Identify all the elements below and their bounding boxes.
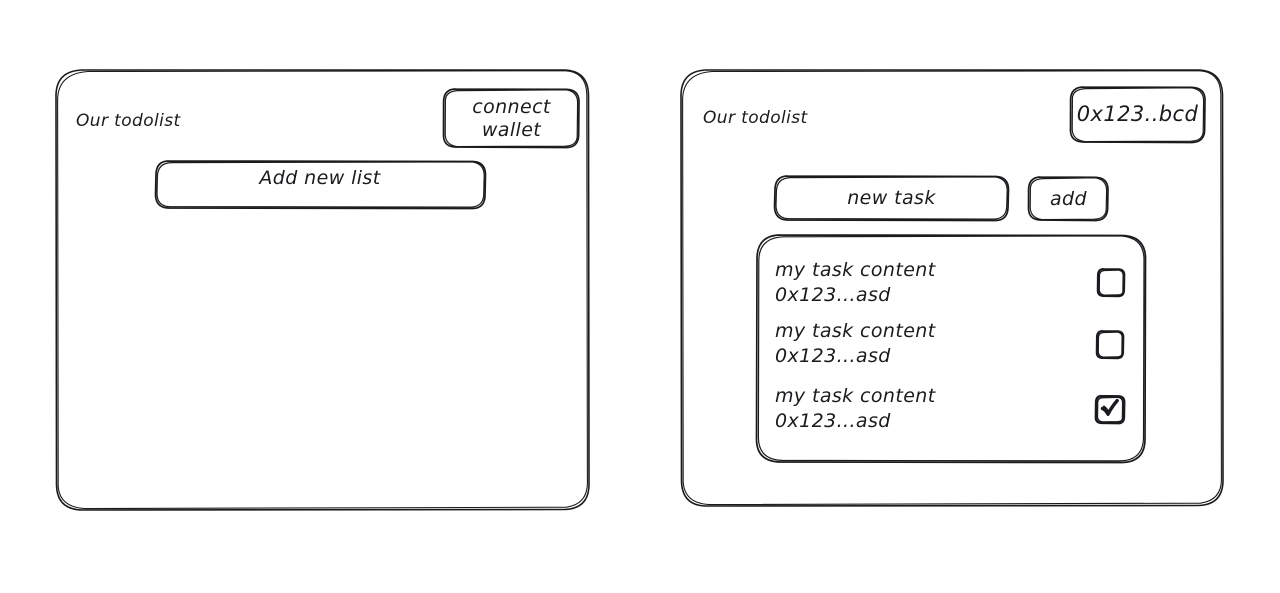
task-list: my task content 0x123...asd my task cont… xyxy=(757,235,1146,463)
connect-wallet-label-line1: connect xyxy=(472,96,551,118)
new-task-input[interactable]: new task xyxy=(774,176,1009,221)
task-checkbox[interactable] xyxy=(1097,260,1127,290)
task-checkbox-checked[interactable] xyxy=(1095,386,1127,418)
list-item[interactable]: my task content 0x123...asd xyxy=(757,320,1146,372)
list-item[interactable]: my task content 0x123...asd xyxy=(757,259,1146,311)
add-task-label: add xyxy=(1050,188,1087,210)
connect-wallet-button[interactable]: connect wallet xyxy=(444,89,579,147)
todolist-connected-mockup: Our todolist 0x123..bcd new task add my … xyxy=(681,70,1223,506)
wallet-address-badge[interactable]: 0x123..bcd xyxy=(1070,87,1205,143)
wallet-address-label: 0x123..bcd xyxy=(1076,102,1199,126)
task-content: my task content xyxy=(775,259,936,281)
add-task-button[interactable]: add xyxy=(1028,177,1109,221)
task-content: my task content xyxy=(775,320,936,342)
todolist-disconnected-mockup: Our todolist connect wallet Add new list xyxy=(56,70,589,510)
new-task-value: new task xyxy=(847,187,936,209)
page-title: Our todolist xyxy=(703,108,808,128)
task-checkbox[interactable] xyxy=(1096,321,1126,351)
task-content: my task content xyxy=(775,385,936,407)
task-owner: 0x123...asd xyxy=(775,410,891,432)
add-new-list-input[interactable]: Add new list xyxy=(155,161,485,208)
add-new-list-value: Add new list xyxy=(259,167,381,189)
page-title: Our todolist xyxy=(76,111,181,131)
task-owner: 0x123...asd xyxy=(775,284,891,306)
connect-wallet-label-line2: wallet xyxy=(481,119,542,141)
list-item[interactable]: my task content 0x123...asd xyxy=(757,385,1146,437)
task-owner: 0x123...asd xyxy=(775,345,891,367)
